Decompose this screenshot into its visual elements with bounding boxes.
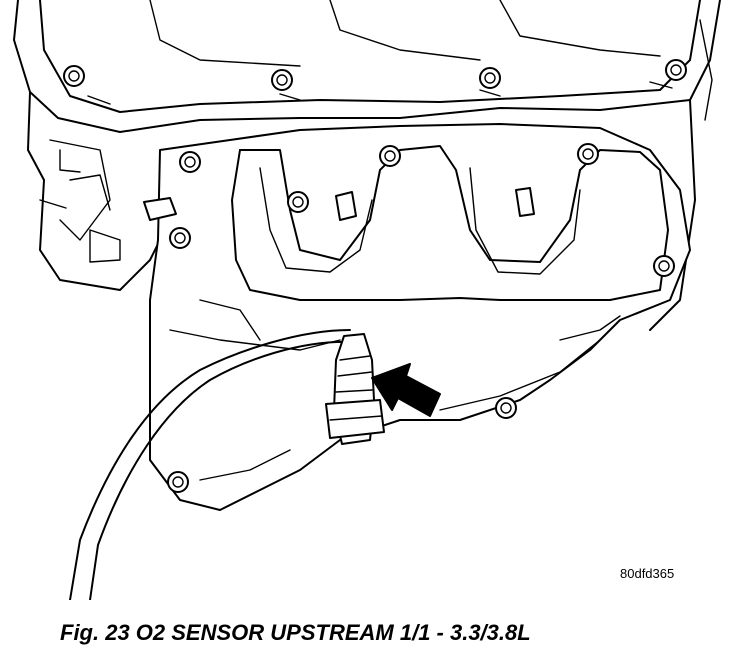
sensor-wire	[69, 329, 353, 600]
figure-caption: Fig. 23 O2 SENSOR UPSTREAM 1/1 - 3.3/3.8…	[60, 620, 531, 645]
studs	[143, 187, 535, 221]
arrow-pointer-icon	[371, 363, 441, 417]
o2-sensor-icon	[325, 333, 385, 445]
figure-reference-code: 80dfd365	[620, 566, 675, 581]
exhaust-manifold	[149, 123, 691, 511]
upper-bolts	[63, 59, 687, 91]
exhaust-manifold-illustration	[13, 0, 721, 600]
manifold-bolts	[167, 143, 675, 493]
